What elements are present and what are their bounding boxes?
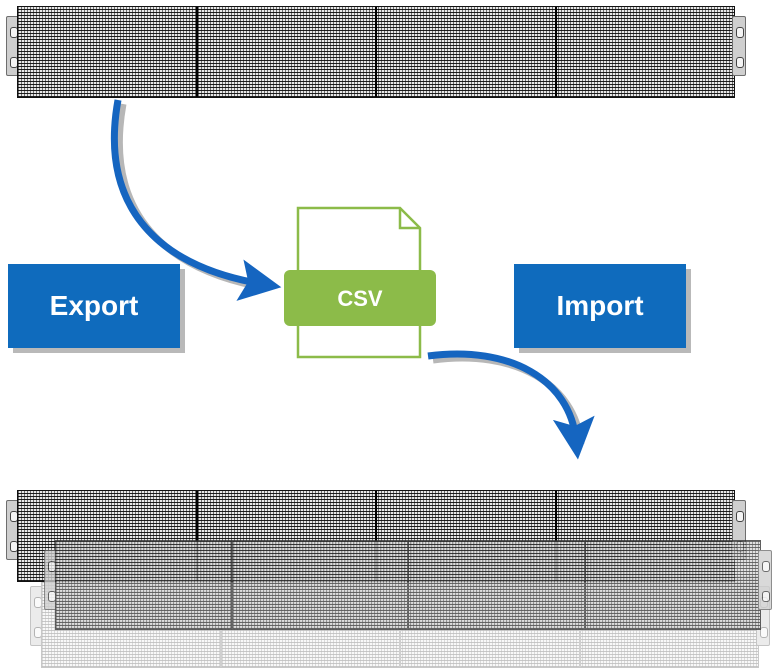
csv-label: CSV — [337, 286, 383, 311]
import-arrow — [427, 350, 595, 460]
device-front-panel — [55, 540, 761, 630]
source-device — [6, 6, 746, 98]
import-label-text: Import — [556, 290, 644, 321]
mount-ear-left — [30, 586, 44, 646]
export-label-text: Export — [49, 290, 139, 321]
export-label: Export — [8, 264, 180, 348]
device-front-panel — [17, 6, 735, 98]
csv-file-icon: CSV — [284, 206, 436, 359]
mount-ear-right — [758, 550, 772, 610]
export-arrow — [111, 99, 282, 301]
target-device-2 — [44, 540, 772, 630]
mount-ear-right — [732, 16, 746, 76]
import-label: Import — [514, 264, 686, 348]
